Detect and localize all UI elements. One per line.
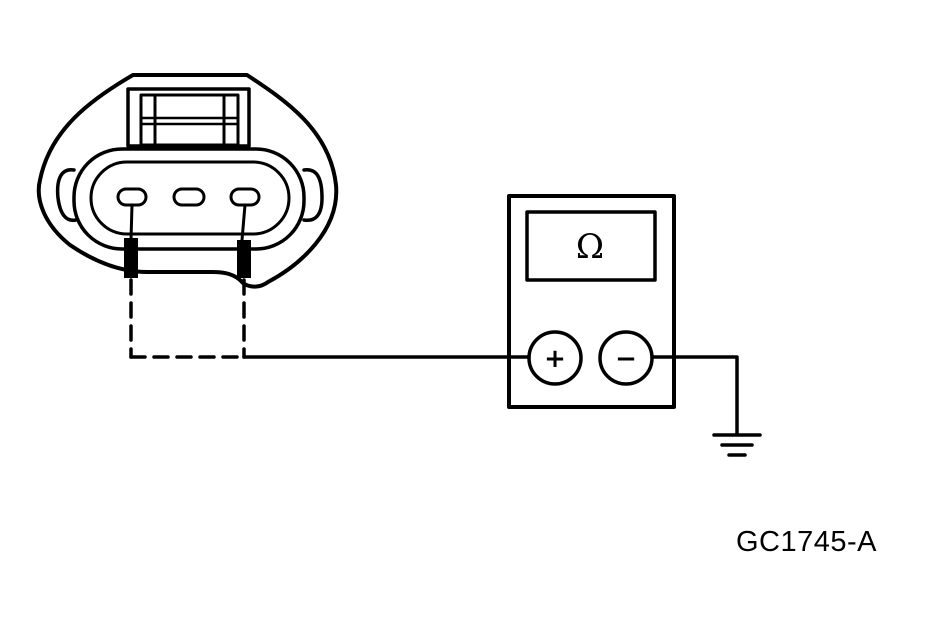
connector-face-inner (89, 160, 291, 236)
connector-tab-left (55, 168, 78, 223)
pin-socket-3 (229, 187, 261, 207)
positive-terminal (527, 330, 583, 386)
figure-id: GC1745-A (736, 526, 878, 558)
connector (36, 73, 339, 289)
lead-wire-ground (650, 355, 739, 436)
ohmmeter-body (507, 194, 676, 409)
ohmmeter: Ω + − (507, 194, 676, 409)
positive-terminal-label: + (544, 344, 566, 374)
connector-face-outer (72, 147, 306, 251)
negative-terminal-label: − (615, 344, 637, 374)
ground-icon (712, 433, 762, 457)
ohmmeter-display (525, 210, 657, 282)
connector-latch (126, 87, 251, 148)
ohm-symbol: Ω (576, 227, 604, 267)
test-probe-1 (124, 203, 138, 278)
pin-socket-2 (172, 187, 206, 207)
test-probe-2 (237, 203, 251, 278)
connector-tab-right (302, 168, 324, 223)
connector-housing (36, 73, 339, 289)
pin-socket-1 (116, 187, 148, 207)
dashed-jumper (129, 278, 246, 359)
